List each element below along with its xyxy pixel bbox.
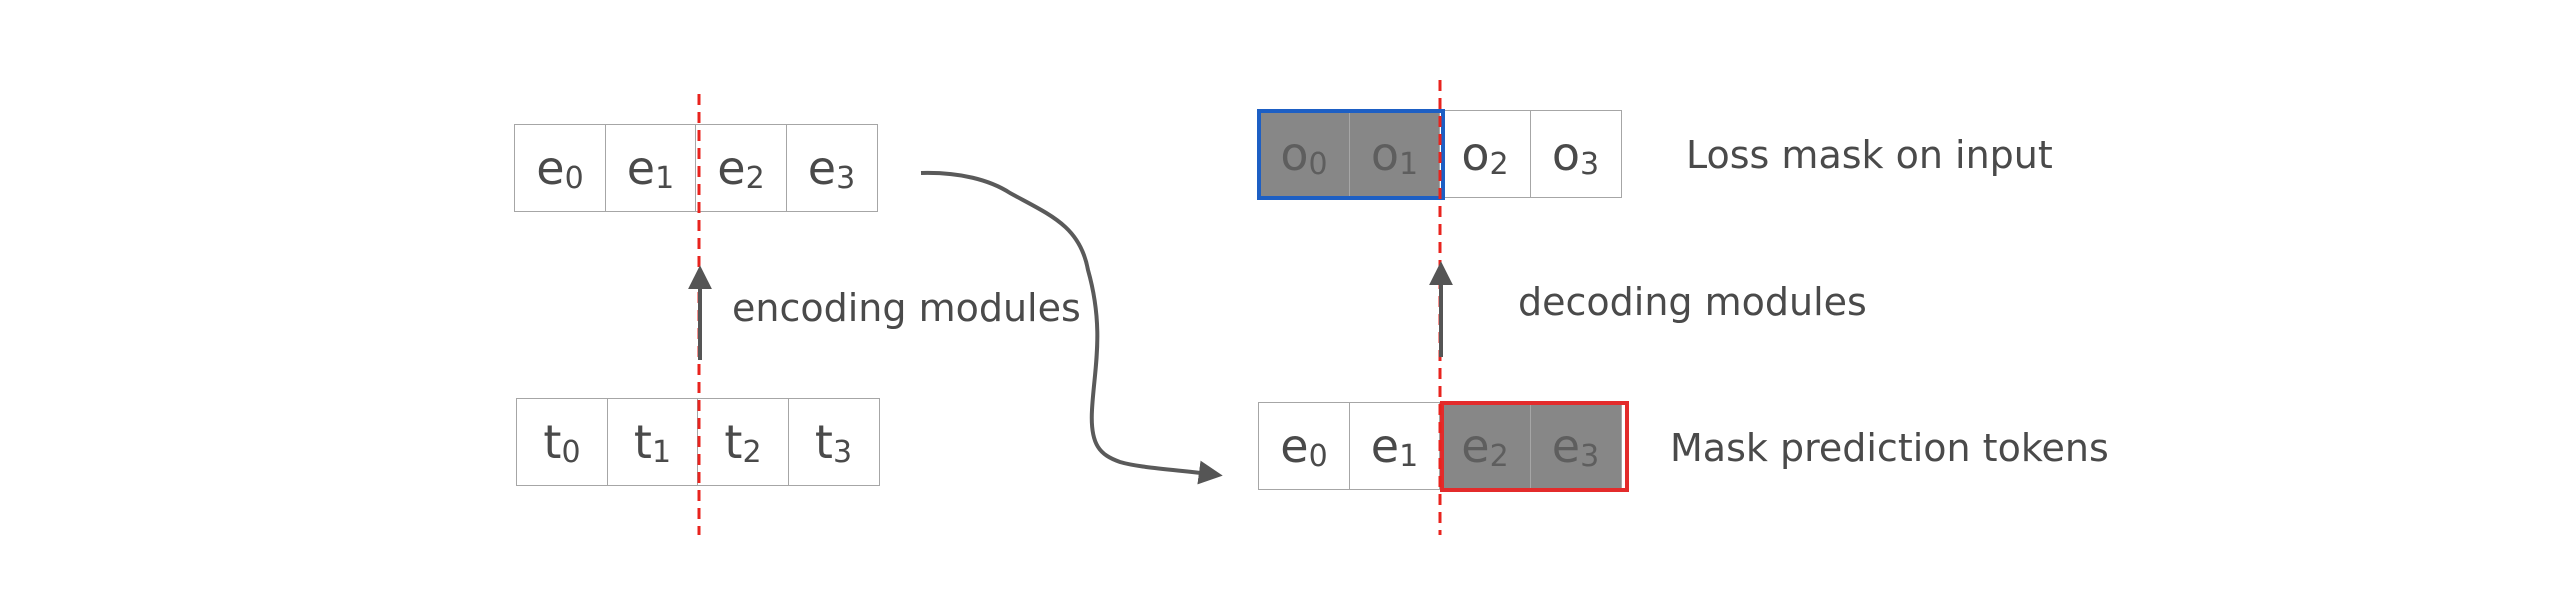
cell-base: e (1551, 419, 1581, 473)
decoding-modules-label: decoding modules (1518, 280, 1867, 324)
cell-sub: 3 (1580, 146, 1600, 182)
cell-sub: 0 (564, 160, 584, 196)
cell-sub: 1 (1399, 438, 1419, 474)
encoding-modules-label: encoding modules (732, 286, 1081, 330)
cell-sub: 2 (742, 434, 762, 470)
cell-base: o (1551, 127, 1581, 181)
cell-base: e (807, 141, 837, 195)
cell-sub: 0 (561, 434, 581, 470)
cell-sub: 2 (745, 160, 765, 196)
cell-base: e (1461, 419, 1490, 473)
cell-base: t (543, 415, 562, 469)
cell-base: e (717, 141, 746, 195)
cell-base: e (1370, 419, 1400, 473)
cell-base: e (626, 141, 656, 195)
cell-base: o (1370, 127, 1400, 181)
cell-sub: 1 (655, 160, 675, 196)
cell-sub: 2 (1489, 146, 1509, 182)
loss-mask-label: Loss mask on input (1686, 133, 2053, 177)
cell-base: e (1280, 419, 1309, 473)
cell-sub: 2 (1489, 438, 1509, 474)
cell-sub: 1 (1399, 146, 1419, 182)
cell-sub: 3 (832, 434, 853, 470)
cell-base: t (724, 415, 743, 469)
cell-base: o (1280, 127, 1309, 181)
cell-base: t (633, 415, 652, 469)
cell-base: o (1461, 127, 1490, 181)
cell-sub: 1 (651, 434, 672, 470)
cell-sub: 0 (1308, 438, 1328, 474)
cell-sub: 3 (1580, 438, 1600, 474)
cell-base: t (814, 415, 833, 469)
cell-sub: 3 (836, 160, 856, 196)
cell-base: e (536, 141, 565, 195)
transfer-arrow (920, 170, 1223, 485)
cell-sub: 0 (1308, 146, 1328, 182)
mask-prediction-label: Mask prediction tokens (1670, 426, 2109, 470)
